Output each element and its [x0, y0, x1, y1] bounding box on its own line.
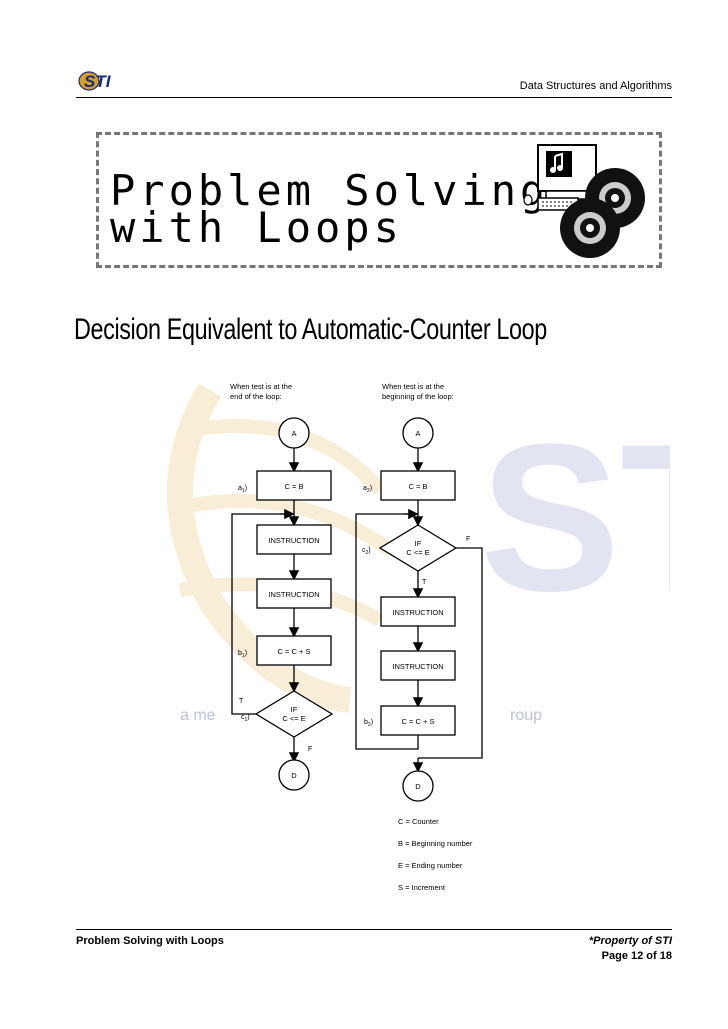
- header-title: Data Structures and Algorithms: [519, 80, 672, 92]
- computer-cd-clipart: [523, 144, 645, 258]
- left-step-b: b1): [238, 650, 247, 659]
- left-step-c: c1): [241, 714, 250, 723]
- logo-text: STI: [84, 72, 112, 91]
- footer-divider: [76, 929, 672, 930]
- left-d-label: D: [291, 771, 297, 780]
- left-a-label: A: [291, 429, 296, 438]
- left-heading-2: end of the loop:: [230, 392, 282, 401]
- left-instruction-box-2: [256, 578, 332, 609]
- watermark-tagline-right: roup: [510, 707, 542, 724]
- left-instruction-label-1: INSTRUCTION: [268, 536, 319, 545]
- right-d-label: D: [415, 782, 421, 791]
- right-instruction-label-2: INSTRUCTION: [392, 662, 443, 671]
- left-ccs-label: C = C + S: [278, 647, 311, 656]
- title-line-2: with Loops: [110, 203, 403, 252]
- right-a-label: A: [415, 429, 420, 438]
- right-heading-1: When test is at the: [382, 382, 444, 391]
- legend-beginning: B = Beginning number: [398, 839, 473, 848]
- left-cond-label: C <= E: [282, 714, 305, 723]
- left-instruction-box-1: [256, 524, 332, 555]
- right-if-label: IF: [415, 539, 422, 548]
- legend-increment: S = Increment: [398, 883, 446, 892]
- legend-ending: E = Ending number: [398, 861, 463, 870]
- legend-counter: C = Counter: [398, 817, 439, 826]
- title-line-1: Problem Solving: [110, 166, 550, 215]
- left-false-label: F: [308, 746, 312, 753]
- left-heading-1: When test is at the: [230, 382, 292, 391]
- flowchart-diagram: When test is at the end of the loop: Whe…: [230, 382, 483, 892]
- right-instruction-label-1: INSTRUCTION: [392, 608, 443, 617]
- right-heading-2: beginning of the loop:: [382, 392, 454, 401]
- right-cb-box: [380, 470, 456, 501]
- title-box: [96, 132, 662, 268]
- right-ccs-label: C = C + S: [402, 717, 435, 726]
- section-heading: Decision Equivalent to Automatic-Counter…: [74, 313, 547, 346]
- left-instruction-label-2: INSTRUCTION: [268, 590, 319, 599]
- right-step-b: b2): [364, 719, 373, 728]
- footer-page-number: Page 12 of 18: [601, 950, 672, 962]
- right-false-label: F: [466, 536, 470, 543]
- watermark-tagline-left: a me: [180, 707, 216, 724]
- sti-logo: STI: [78, 71, 112, 91]
- right-true-label: T: [422, 579, 427, 586]
- footer-property: *Property of STI: [588, 935, 672, 947]
- left-ccs-box: [256, 635, 332, 666]
- right-step-c: c2): [362, 547, 371, 556]
- footer-title: Problem Solving with Loops: [76, 935, 224, 947]
- left-step-a: a1): [238, 485, 247, 494]
- right-step-a: a2): [363, 485, 372, 494]
- left-cb-label: C = B: [285, 482, 304, 491]
- right-connector-d: [402, 770, 434, 802]
- left-connector-d: [278, 759, 310, 791]
- right-cond-label: C <= E: [406, 548, 429, 557]
- left-cb-box: [256, 470, 332, 501]
- right-instruction-box-2: [380, 650, 456, 681]
- watermark-letters: STI: [480, 400, 670, 635]
- left-true-label: T: [239, 698, 244, 705]
- header-divider: [76, 97, 672, 98]
- right-cb-label: C = B: [409, 482, 428, 491]
- left-if-label: IF: [291, 705, 298, 714]
